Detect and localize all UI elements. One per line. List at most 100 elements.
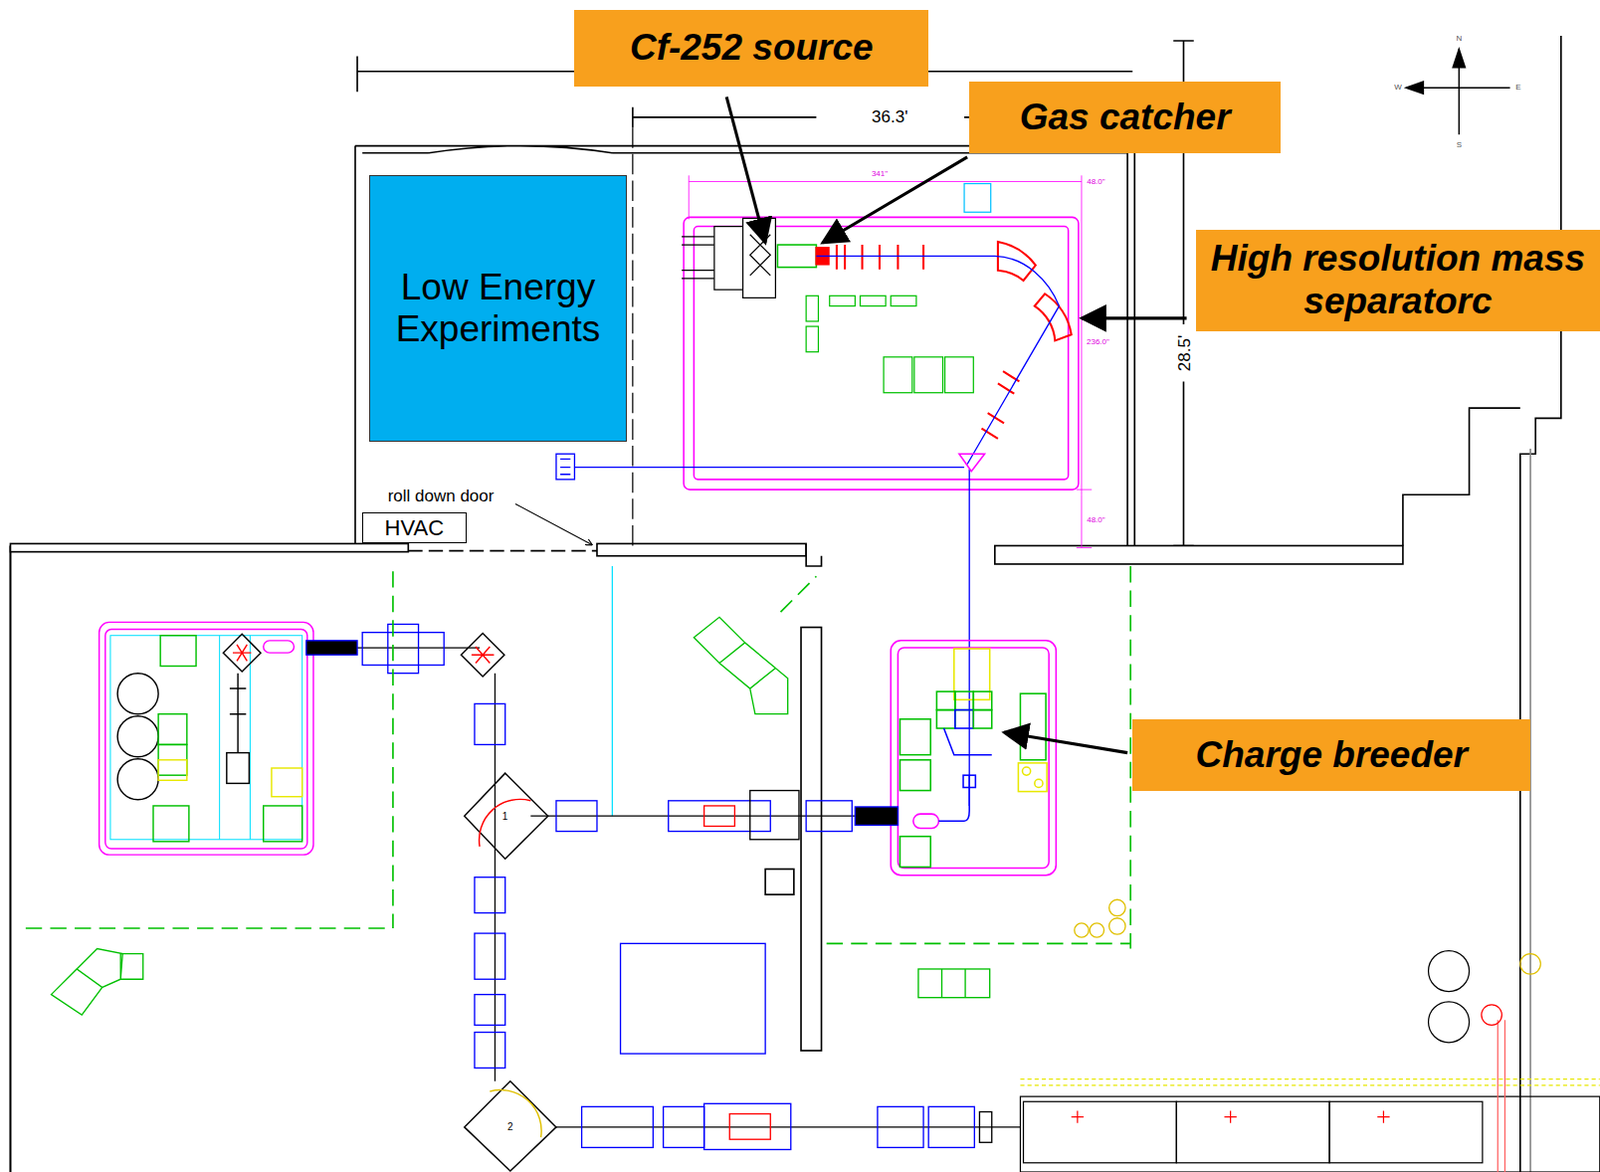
target-enclosure (158, 760, 188, 782)
linac (1428, 1001, 1470, 1043)
linac (1019, 951, 1600, 1172)
callout-box: Gas catcher (969, 81, 1281, 154)
shield-enclosure (683, 175, 1092, 548)
magnet-number: 1 (502, 810, 509, 822)
boundary-line (25, 566, 1131, 949)
magnet (479, 799, 532, 847)
rack (890, 295, 917, 306)
door-line (631, 127, 633, 546)
equipment-outline (620, 943, 767, 1054)
cyan-square (964, 184, 992, 213)
rack (805, 295, 818, 322)
building-wall (8, 546, 11, 1172)
beam-element (362, 632, 444, 666)
beam-element (582, 1106, 654, 1148)
door-line (407, 550, 598, 553)
equipment-outline (942, 969, 967, 999)
building-wall (355, 146, 1135, 547)
breeder-device (944, 728, 993, 756)
target-enclosure (110, 635, 303, 840)
shield-enclosure (683, 216, 1079, 490)
source-assembly (681, 236, 715, 279)
dimension-note: 48.0" (1086, 177, 1105, 187)
rack (829, 295, 856, 306)
breeder-device (899, 719, 931, 756)
linac (1019, 1079, 1600, 1086)
target-enclosure (117, 673, 159, 715)
beam-element (668, 800, 772, 832)
magnet (222, 632, 557, 1172)
node-text: Gas catcher (1019, 96, 1231, 140)
breeder-device (936, 710, 955, 729)
target-enclosure (160, 635, 197, 667)
target-enclosure (219, 635, 251, 840)
linac (1481, 1004, 1503, 1026)
breeder-enclosure (890, 640, 1056, 876)
target-enclosure (99, 621, 314, 855)
target-enclosure (117, 759, 159, 800)
target-enclosure (99, 621, 314, 855)
beam-line (574, 466, 965, 468)
beam-element (704, 1103, 792, 1150)
beam-line (313, 647, 1020, 1128)
compass-letter: S (1456, 140, 1462, 150)
partition-wall (9, 543, 408, 552)
door-line (515, 503, 593, 545)
beam-element (928, 1106, 975, 1148)
breeder-device (936, 691, 955, 710)
source-assembly (750, 234, 772, 276)
breeder-device (913, 813, 940, 828)
breeder-device (1017, 763, 1047, 793)
leader-arrow (1003, 732, 1128, 754)
magnet (489, 1090, 542, 1139)
partition-wall (800, 627, 822, 1051)
node-text: Low Energy Experiments (396, 266, 601, 352)
target-enclosure (117, 716, 159, 758)
breeder-device (973, 691, 992, 710)
magnet (232, 644, 251, 661)
partition-wall (805, 543, 821, 567)
cyan-line (611, 566, 613, 816)
rack (883, 357, 913, 394)
leader-arrow (726, 96, 1187, 753)
compass-letter: N (1456, 34, 1463, 44)
breeder-enclosure (890, 640, 1056, 876)
breeder-device (963, 775, 976, 788)
beam-element (556, 800, 598, 832)
beam-element (729, 1114, 771, 1141)
beam-element (474, 703, 506, 745)
compass (1405, 48, 1511, 135)
rack (914, 357, 944, 394)
equipment-outline (50, 948, 143, 1015)
breeder-device (899, 648, 1047, 867)
breeder-device (1019, 693, 1046, 761)
node-text: High resolution mass separatorc (1205, 237, 1591, 323)
breeder-enclosure (897, 647, 1049, 868)
breeder-device (955, 691, 974, 710)
callout-box: Cf-252 source (574, 9, 929, 87)
beam-element (474, 933, 506, 980)
equipment-outline (1089, 923, 1104, 938)
linac (1520, 954, 1542, 976)
dimension-label: 28.5' (1175, 332, 1195, 375)
linac (1497, 1019, 1505, 1172)
beam-element (854, 806, 898, 825)
gas-catcher-device (777, 244, 816, 268)
equipment-outline (50, 616, 1126, 1054)
node-text: Cf-252 source (629, 26, 874, 70)
shield-enclosure (688, 175, 1092, 548)
beam-element (663, 1106, 705, 1148)
compass-letter: W (1394, 83, 1402, 93)
beam-element (474, 1032, 506, 1069)
beam-line (560, 458, 571, 474)
building-wall (1520, 35, 1562, 1172)
equipment-outline (1109, 899, 1126, 916)
beam-optics (836, 244, 924, 270)
source-assembly (743, 217, 777, 298)
compass (1405, 48, 1465, 94)
beam-element (805, 800, 852, 832)
magnet-number: 2 (507, 1121, 514, 1133)
breeder-device (973, 710, 992, 729)
partition-wall (597, 543, 806, 556)
